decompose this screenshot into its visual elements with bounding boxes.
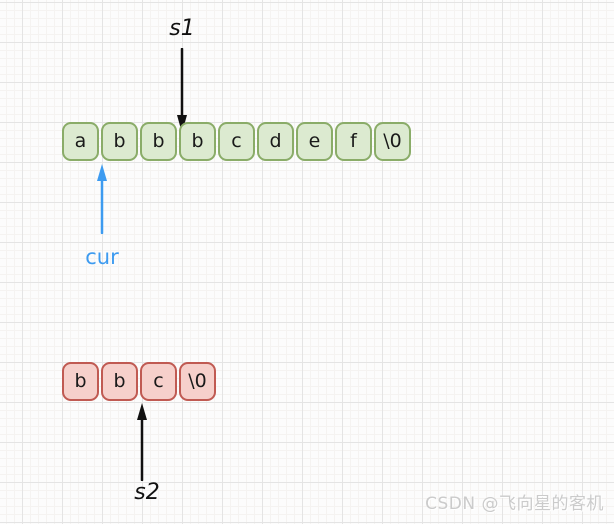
s2-cell-1: b xyxy=(101,362,138,401)
s1-pointer-label: s1 xyxy=(169,16,195,41)
s2-up-arrow-icon xyxy=(137,403,147,481)
csdn-watermark: CSDN @飞向星的客机 xyxy=(425,494,604,514)
s1-cell-5: d xyxy=(257,122,294,161)
s1-cell-6: e xyxy=(296,122,333,161)
cur-pointer-label: cur xyxy=(85,245,119,269)
s2-cell-0: b xyxy=(62,362,99,401)
cur-up-arrow-icon xyxy=(97,164,107,234)
s1-cell-7: f xyxy=(335,122,372,161)
s1-cell-8: \0 xyxy=(374,122,411,161)
s1-cell-2: b xyxy=(140,122,177,161)
s1-cell-0: a xyxy=(62,122,99,161)
s1-cell-4: c xyxy=(218,122,255,161)
s2-cell-2: c xyxy=(140,362,177,401)
s2-pointer-label: s2 xyxy=(134,480,160,505)
s1-cell-3: b xyxy=(179,122,216,161)
s2-cell-3: \0 xyxy=(179,362,216,401)
s1-cell-1: b xyxy=(101,122,138,161)
s1-array: a b b b c d e f \0 xyxy=(62,122,411,161)
s2-array: b b c \0 xyxy=(62,362,216,401)
